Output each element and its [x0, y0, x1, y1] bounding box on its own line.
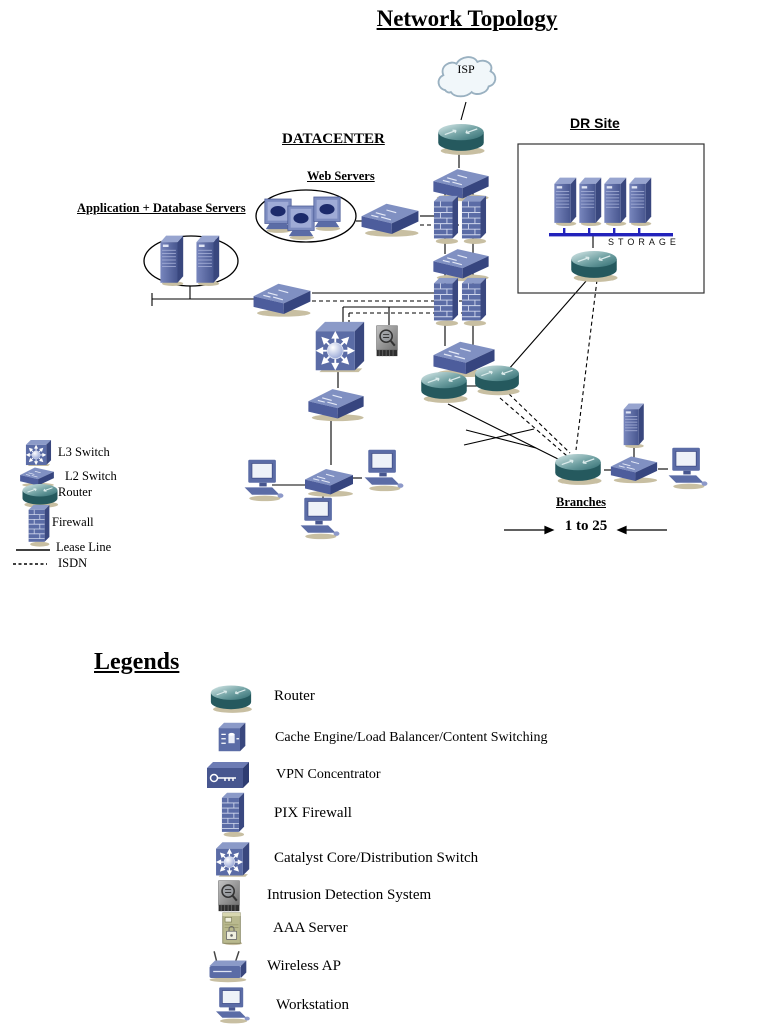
firewall-1a-icon [433, 195, 459, 244]
workstation-left-icon [244, 459, 284, 502]
firewall-1b-icon [461, 195, 487, 244]
app-switch-icon [252, 283, 312, 318]
branch-switch-icon [610, 455, 658, 484]
legend-router-icon [210, 684, 253, 714]
web-server-1-icon [264, 198, 292, 233]
dr-server-3-icon [603, 177, 627, 227]
dr-server-1-icon [553, 177, 577, 227]
dr-server-2-icon [578, 177, 602, 227]
mini-legend-firewall: Firewall [52, 515, 94, 529]
ids-device-icon [375, 324, 399, 358]
legends-title: Legends [94, 649, 180, 675]
cache-engine-icon [218, 722, 246, 752]
app-server-2-icon [196, 235, 220, 286]
core-catalyst-switch-icon [314, 320, 366, 374]
branches-range: 1 to 25 [564, 518, 608, 534]
app-server-1-icon [160, 235, 184, 286]
web-switch-icon [360, 203, 420, 238]
branch-router-icon [554, 453, 603, 486]
workstation-icon [215, 986, 251, 1024]
workstation-bottom-icon [300, 497, 340, 540]
dr-site-label: DR Site [570, 115, 620, 131]
web-servers-label: Web Servers [307, 169, 375, 183]
branch-workstation-icon [668, 447, 708, 490]
dc-router-b-icon [474, 364, 521, 396]
vpn-concentrator-icon [206, 761, 250, 789]
legend-label-workstation: Workstation [276, 997, 349, 1013]
mini-legend-l3-switch: L3 Switch [58, 445, 110, 459]
legend-label-ids: Intrusion Detection System [267, 887, 432, 903]
mini-legend-lease-line: Lease Line [56, 540, 112, 554]
dr-server-4-icon [628, 177, 652, 227]
dr-site-box [517, 143, 705, 294]
solid-connections [151, 101, 668, 503]
branch-server-icon [623, 403, 645, 448]
branches-arrow-left [504, 525, 555, 535]
wireless-ap-icon [208, 950, 248, 983]
datacenter-label: DATACENTER [282, 131, 385, 147]
firewall-2b-icon [461, 277, 487, 326]
pix-firewall-icon [221, 792, 245, 837]
aaa-server-icon [222, 912, 243, 946]
app-db-oval [143, 235, 239, 287]
isp-label: ISP [457, 62, 475, 76]
branches-label: Branches [556, 495, 606, 509]
legend-label-catalyst: Catalyst Core/Distribution Switch [274, 850, 479, 866]
legend-label-wireless-ap: Wireless AP [267, 958, 341, 974]
legend-label-router: Router [274, 688, 315, 704]
storage-label: STORAGE [608, 237, 680, 247]
router-icon [22, 483, 59, 509]
firewall-2a-icon [433, 277, 459, 326]
catalyst-switch-icon [215, 841, 250, 878]
mini-legend-l2-switch: L2 Switch [65, 469, 117, 483]
lan-switch-icon [304, 468, 354, 498]
l3-switch-icon [25, 439, 52, 467]
legend-label-vpn: VPN Concentrator [276, 767, 381, 782]
web-server-3-icon [313, 196, 341, 231]
mini-legend-router: Router [58, 485, 93, 499]
workstation-right-icon [364, 449, 404, 492]
ids-icon [217, 879, 241, 912]
web-server-2-icon [287, 205, 315, 240]
branches-arrow-right [616, 525, 667, 535]
dc-router-a-icon [420, 371, 469, 404]
dc-switch-2-icon [432, 248, 490, 282]
web-servers-oval [255, 189, 357, 243]
app-db-label: Application + Database Servers [77, 201, 246, 215]
legend-label-aaa: AAA Server [273, 920, 348, 936]
firewall-icon [28, 504, 50, 547]
storage-bus [549, 228, 673, 237]
legend-label-cache-engine: Cache Engine/Load Balancer/Content Switc… [275, 730, 548, 745]
legend-label-pix-firewall: PIX Firewall [274, 805, 352, 821]
access-switch-icon [307, 388, 365, 422]
mini-legend-isdn: ISDN [58, 556, 88, 570]
page-title: Network Topology [376, 6, 558, 31]
edge-router-icon [437, 123, 486, 156]
dr-router-icon [570, 250, 619, 283]
